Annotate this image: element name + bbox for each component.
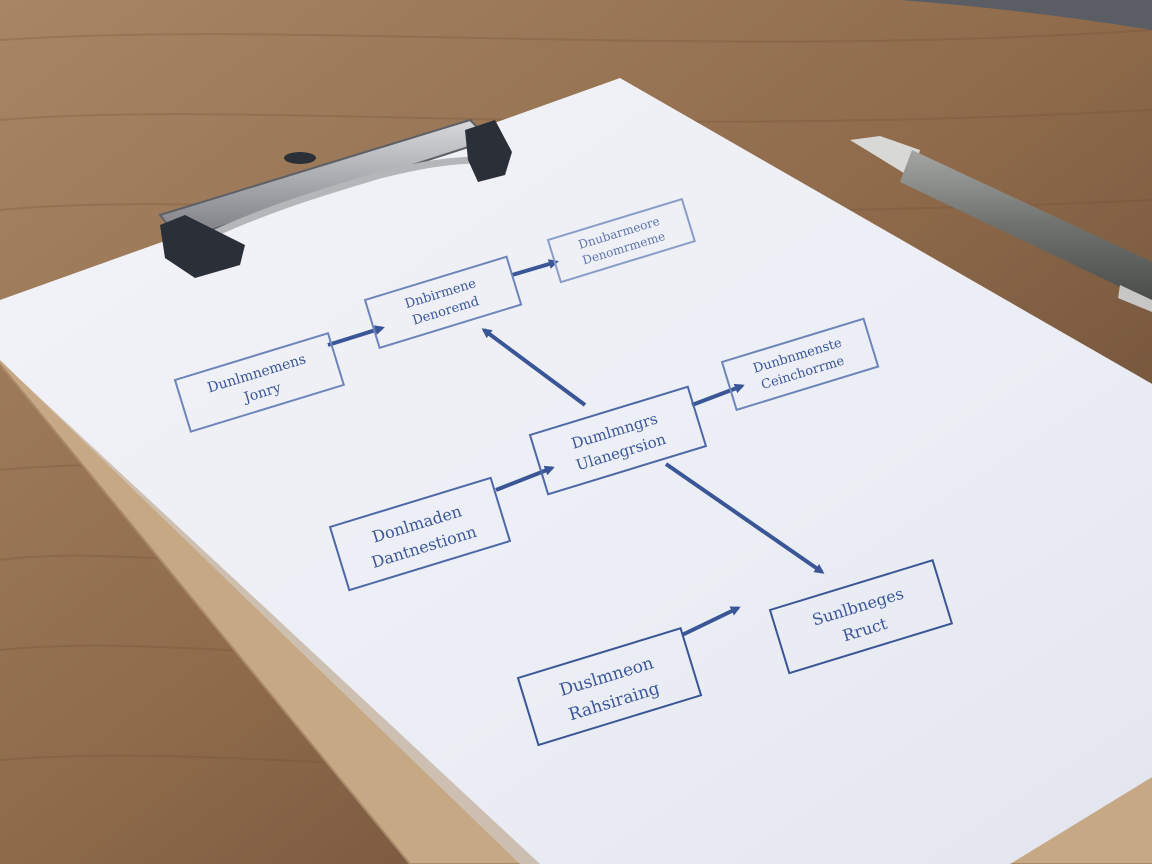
arrow-n4-n5 xyxy=(691,383,745,407)
pen xyxy=(850,136,1152,312)
arrow-n6-n4 xyxy=(495,465,555,492)
arrow-n2-n3 xyxy=(511,259,559,277)
clipboard-clip xyxy=(158,118,512,278)
arrow-n4-n2 xyxy=(481,328,587,407)
arrow-n8-n7 xyxy=(681,606,741,637)
arrow-n1-n2 xyxy=(327,325,385,347)
paper-sheet xyxy=(0,78,1152,864)
laptop-edge xyxy=(900,0,1152,30)
arrow-n4-n7 xyxy=(664,462,825,574)
diagram-arrows xyxy=(327,259,825,637)
